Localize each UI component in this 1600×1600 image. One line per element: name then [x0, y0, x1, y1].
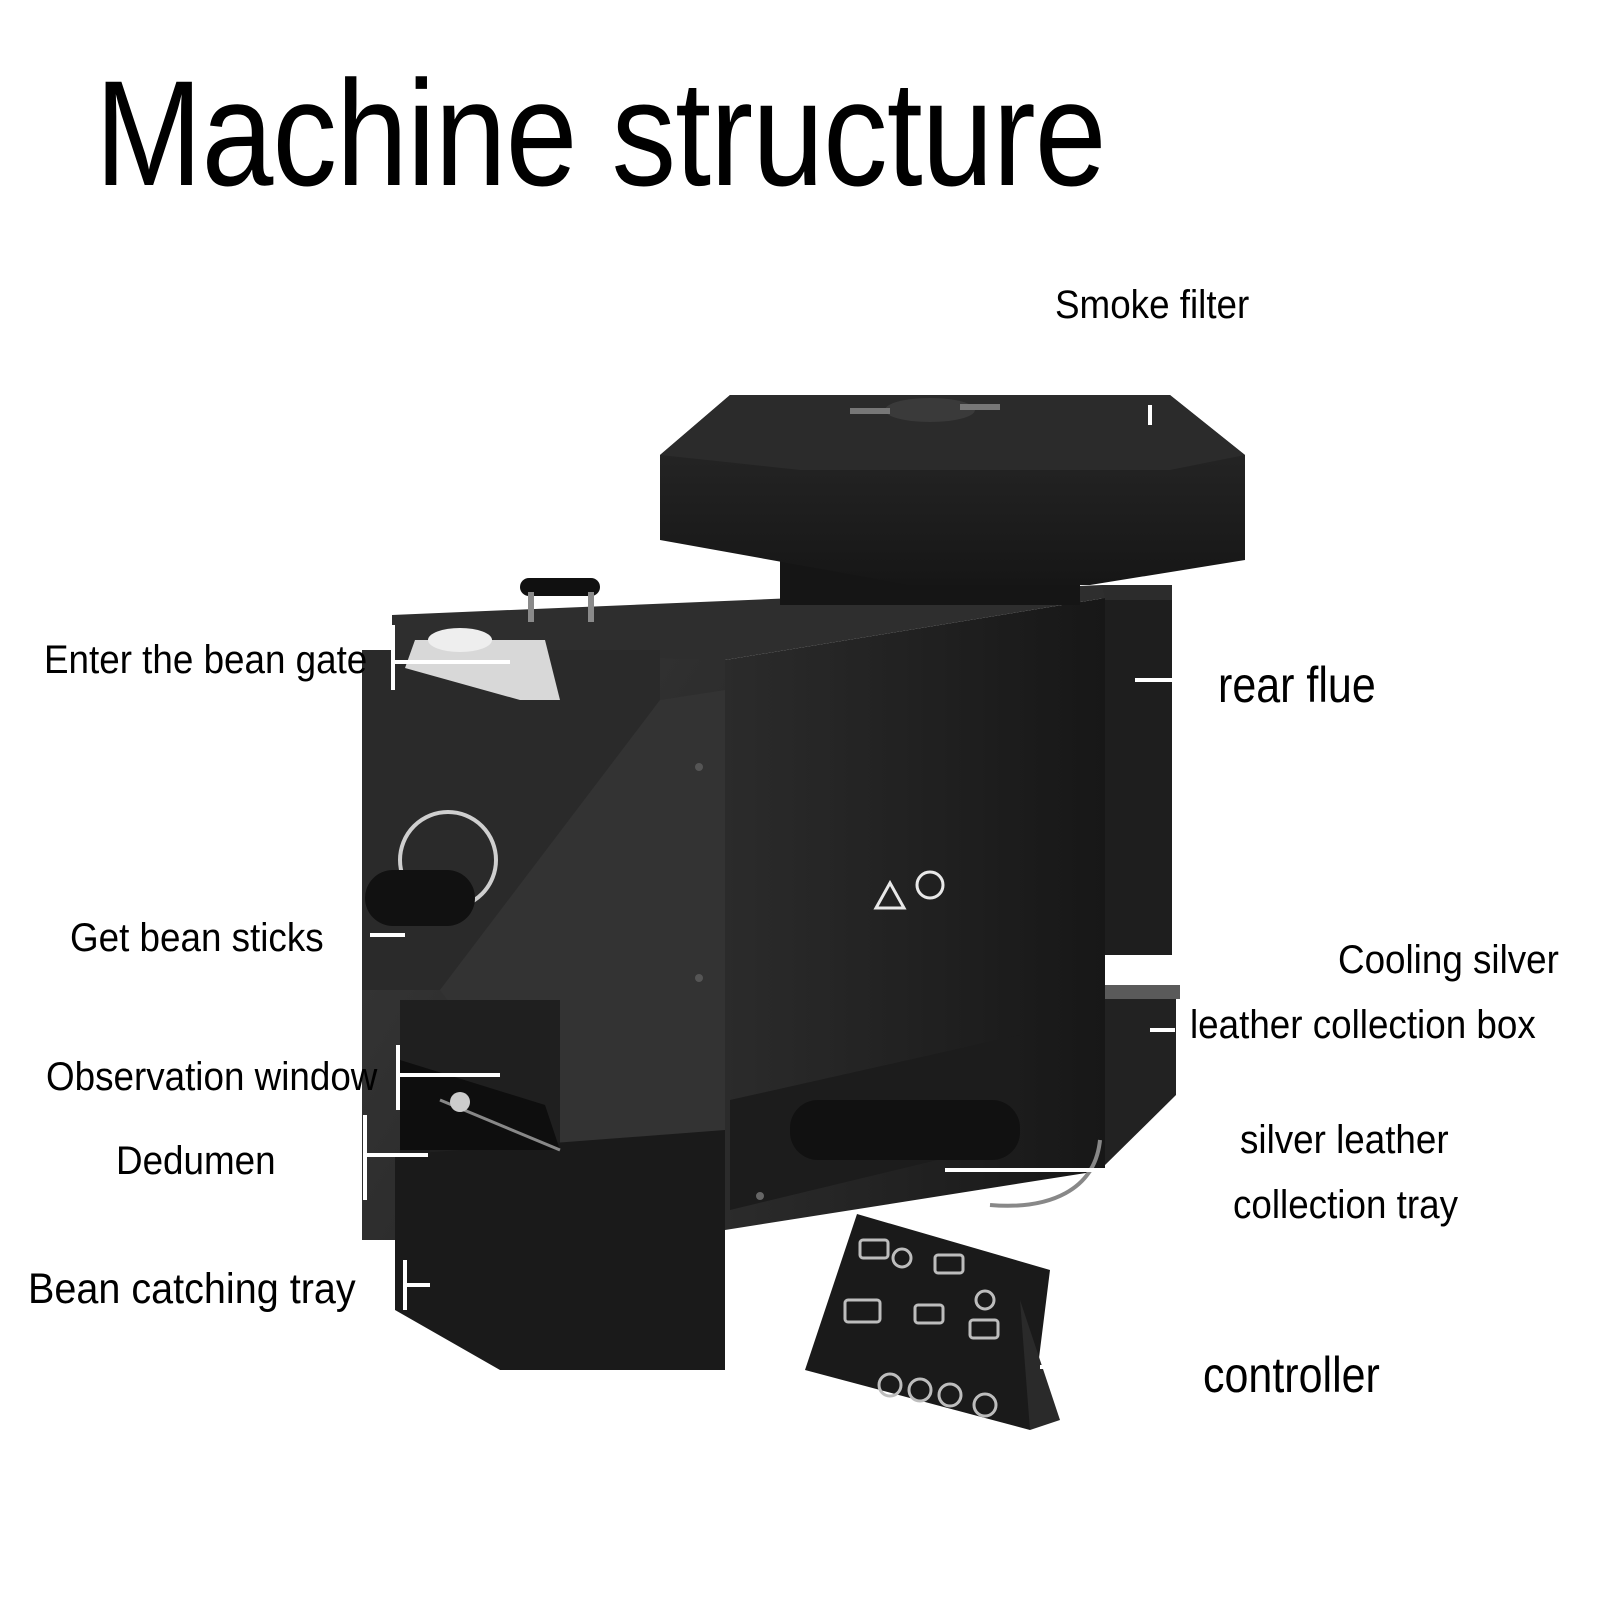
hand-caution-icon [915, 870, 945, 900]
controller-panel [805, 1214, 1060, 1430]
roaster-body [362, 585, 1105, 1370]
label-rear-flue: rear flue [1218, 657, 1376, 713]
bean-gate-handle [405, 578, 600, 700]
label-silver-tray-line2: collection tray [1233, 1183, 1458, 1227]
label-observation-window: Observation window [46, 1055, 378, 1099]
warning-triangle-icon [873, 879, 907, 910]
bean-sampler-stick [365, 810, 498, 926]
label-dedumen: Dedumen [116, 1139, 276, 1183]
rear-flue [1102, 585, 1172, 955]
label-silver-tray-line1: silver leather [1240, 1118, 1449, 1162]
observation-window [400, 1060, 561, 1152]
leader-lines [363, 405, 1175, 1369]
label-smoke-filter: Smoke filter [1055, 283, 1250, 327]
cooling-silver-leather-collection-box [1100, 985, 1180, 1170]
bean-catching-tray [395, 1130, 725, 1370]
label-enter-bean-gate: Enter the bean gate [44, 638, 368, 682]
label-cooling-box-line1: Cooling silver [1338, 938, 1559, 982]
label-controller: controller [1203, 1347, 1380, 1403]
page-title: Machine structure [95, 49, 1107, 217]
label-get-bean-sticks: Get bean sticks [70, 916, 324, 960]
smoke-filter [660, 395, 1245, 605]
silver-leather-collection-tray [730, 1035, 1020, 1210]
label-cooling-box-line2: leather collection box [1190, 1003, 1536, 1047]
label-bean-catching-tray: Bean catching tray [28, 1265, 356, 1313]
